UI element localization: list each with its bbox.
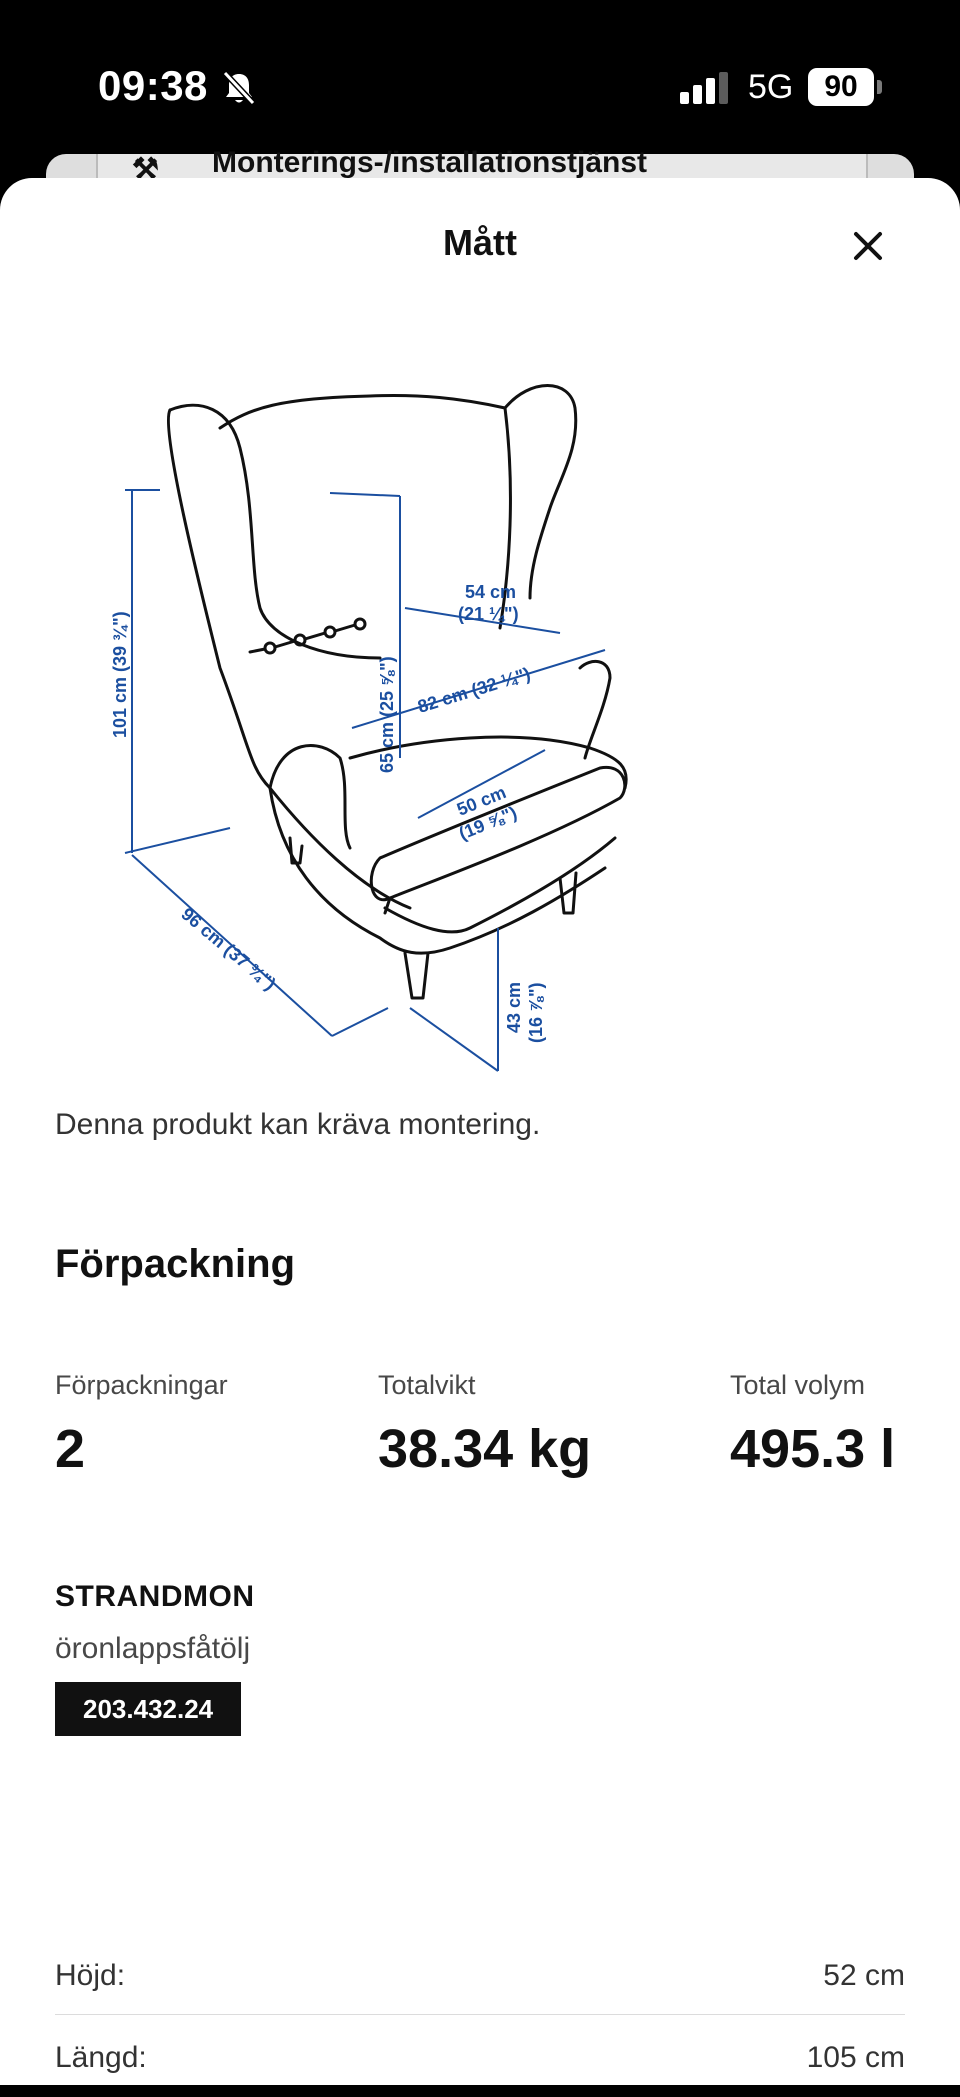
sheet-title: Mått (443, 222, 517, 263)
product-name: STRANDMON (55, 1580, 255, 1613)
seat-width-label-2: (21 ¼") (458, 604, 519, 624)
bell-muted-icon (222, 70, 256, 106)
back-height-label: 65 cm (25 ⅝") (377, 656, 397, 773)
seat-height-label-2: (16 ⅞") (526, 982, 546, 1043)
battery-indicator: 90 (808, 68, 874, 106)
seat-height-label-1: 43 cm (504, 982, 524, 1033)
dimensions-sheet: Mått (0, 178, 960, 2085)
armchair-drawing (166, 384, 628, 1000)
depth-label: 96 cm (37 ¾") (177, 904, 279, 994)
height-label: 101 cm (39 ¾") (110, 611, 130, 738)
product-type: öronlappsfåtölj (55, 1632, 251, 1665)
spec-row: Längd: 105 cm (55, 2017, 905, 2097)
packaging-title: Förpackning (55, 1242, 296, 1286)
battery-nub (877, 80, 882, 94)
assembly-note: Denna produkt kan kräva montering. (55, 1108, 541, 1141)
volume-label: Total volym (730, 1370, 866, 1400)
packages-label: Förpackningar (55, 1370, 228, 1400)
chair-dimension-diagram: 101 cm (39 ¾") 65 cm (25 ⅝") 54 cm (21 ¼… (110, 384, 628, 1072)
status-time: 09:38 (98, 62, 208, 109)
spec-value-length: 105 cm (806, 2041, 905, 2074)
spec-row: Höjd: 52 cm (55, 1935, 905, 2015)
weight-value: 38.34 kg (378, 1419, 592, 1479)
spec-label-length: Längd: (55, 2041, 147, 2074)
close-icon[interactable] (836, 214, 900, 278)
spec-label-height: Höjd: (55, 1959, 126, 1992)
spec-value-height: 52 cm (823, 1959, 905, 1992)
divider (55, 2014, 905, 2015)
cellular-signal-icon (680, 72, 728, 104)
background-item-label: Monterings-/installationstjänst (212, 146, 648, 179)
status-bar: 09:38 5G 90 (0, 0, 960, 165)
volume-value: 495.3 l (730, 1419, 896, 1479)
weight-label: Totalvikt (378, 1370, 476, 1400)
network-type: 5G (748, 68, 794, 106)
width-label: 82 cm (32 ¼") (415, 664, 532, 717)
article-number-badge: 203.432.24 (55, 1682, 242, 1736)
dimension-lines (124, 489, 606, 1072)
seat-width-label-1: 54 cm (465, 582, 516, 602)
packages-value: 2 (55, 1419, 86, 1479)
